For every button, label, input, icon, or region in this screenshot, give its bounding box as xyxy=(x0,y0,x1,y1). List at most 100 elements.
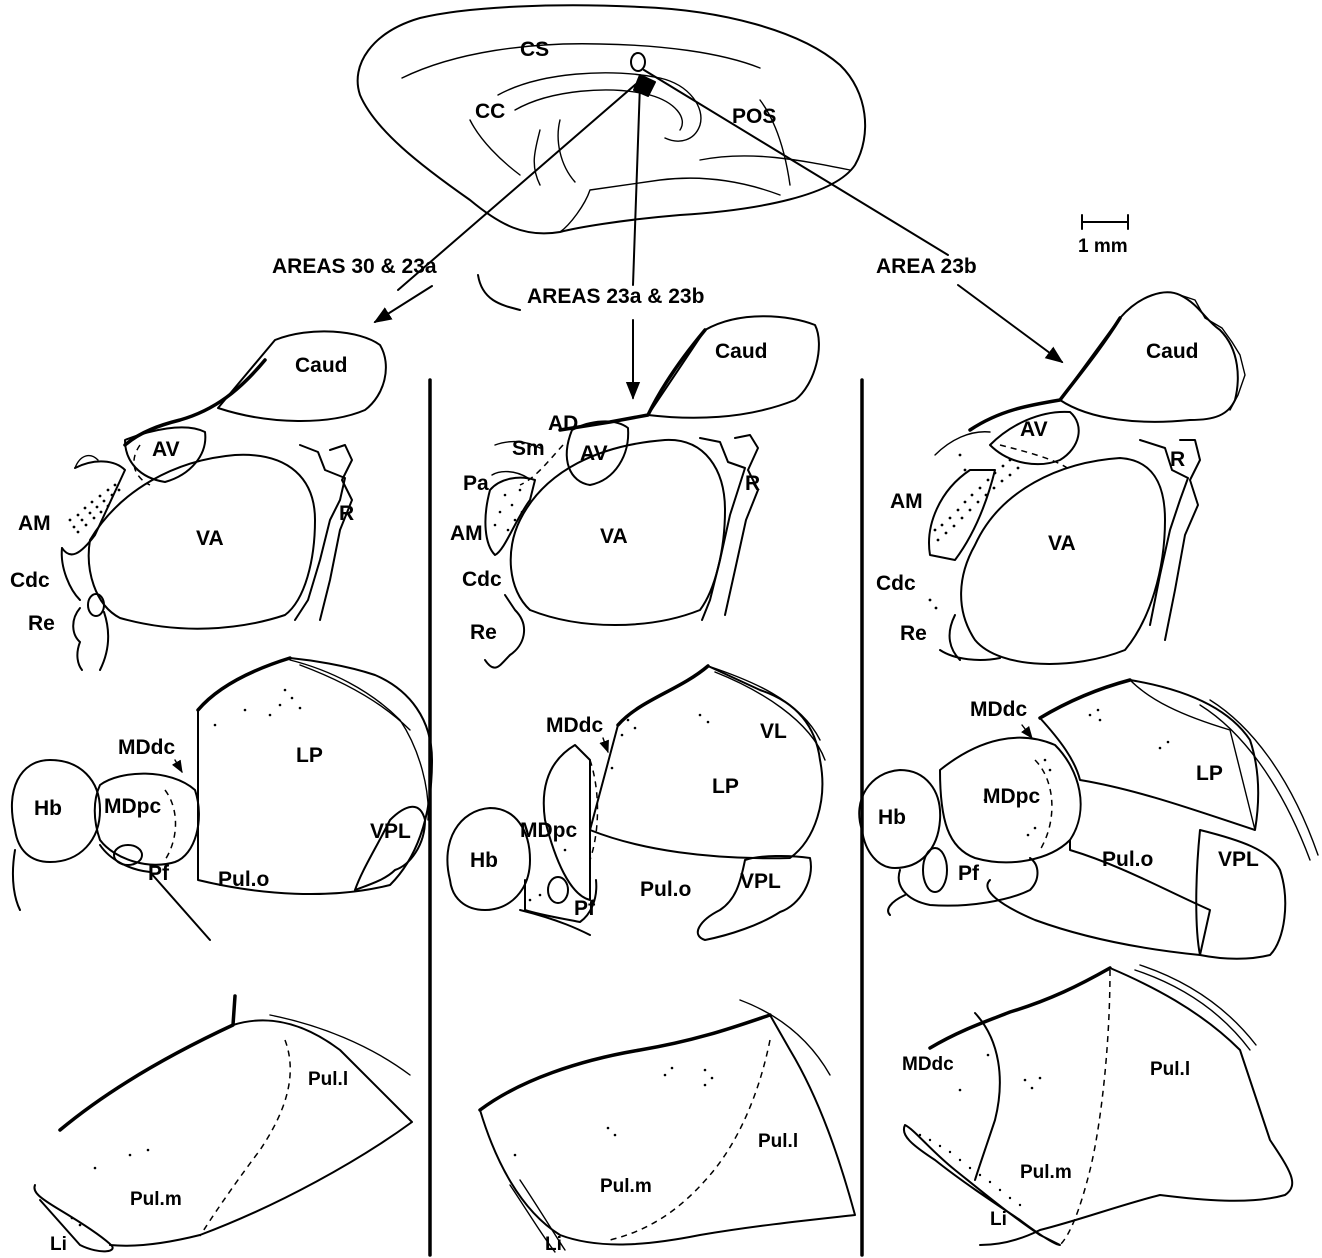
scale-bar: 1 mm xyxy=(1078,215,1128,257)
label-caud: Caud xyxy=(715,340,768,363)
label-am: AM xyxy=(18,512,51,535)
label-r: R xyxy=(1170,448,1185,471)
label-vpl: VPL xyxy=(370,820,411,843)
label-li: Li xyxy=(545,1234,562,1255)
calcarine-sulcus xyxy=(700,156,850,170)
label-li: Li xyxy=(990,1209,1007,1230)
label-va: VA xyxy=(196,527,224,550)
label-pull: Pul.l xyxy=(308,1069,348,1090)
label-sm: Sm xyxy=(512,437,545,460)
projection-line-right xyxy=(644,70,948,255)
label-pf: Pf xyxy=(148,862,170,885)
label-cdc: Cdc xyxy=(10,569,50,592)
projection-label-middle: AREAS 23a & 23b xyxy=(527,285,704,308)
section-col3-row2: MDdc LP Hb MDpc Pul.o VPL Pf xyxy=(859,680,1318,959)
label-vpl: VPL xyxy=(740,870,781,893)
lp-outline xyxy=(198,658,432,894)
label-pull: Pul.l xyxy=(758,1131,798,1152)
label-pulo: Pul.o xyxy=(218,868,269,891)
label-vpl: VPL xyxy=(1218,848,1259,871)
label-hb: Hb xyxy=(878,806,906,829)
label-pf: Pf xyxy=(958,862,980,885)
cingulate-sulcus xyxy=(402,44,760,78)
frontal-sulcus xyxy=(470,120,520,175)
label-caud: Caud xyxy=(295,354,348,377)
brainstem xyxy=(560,178,780,232)
label-cdc: Cdc xyxy=(462,568,502,591)
label-pulm: Pul.m xyxy=(130,1189,182,1210)
am-label-dots xyxy=(69,484,121,534)
projection-label-right: AREA 23b xyxy=(876,255,977,278)
label-cdc: Cdc xyxy=(876,572,916,595)
projection-label-left: AREAS 30 & 23a xyxy=(272,255,437,278)
caud-outline xyxy=(648,316,819,418)
label-pull: Pul.l xyxy=(1150,1059,1190,1080)
pul-outline xyxy=(110,1020,412,1245)
label-am: AM xyxy=(450,522,483,545)
label-pulo: Pul.o xyxy=(640,878,691,901)
re-nucleus xyxy=(88,594,104,616)
col3-row2-dots xyxy=(984,709,1170,837)
pul-outline xyxy=(480,1015,855,1244)
mdpc-outline xyxy=(95,774,199,865)
corpus-callosum-inner xyxy=(515,90,682,130)
label-pf: Pf xyxy=(574,897,596,920)
r-outline xyxy=(700,438,745,620)
label-hb: Hb xyxy=(470,849,498,872)
vpl-outline xyxy=(698,856,811,940)
corpus-callosum-outer xyxy=(498,73,701,141)
medial-brain-view: CS CC POS xyxy=(358,5,948,290)
col2-row2-dots xyxy=(529,714,710,902)
pul-outline xyxy=(987,840,1210,955)
section-col2-row2: MDdc VL LP MDpc Hb VPL Pul.o Pf xyxy=(447,666,825,940)
label-re: Re xyxy=(470,621,497,644)
label-lp: LP xyxy=(1196,762,1223,785)
label-pulm: Pul.m xyxy=(600,1176,652,1197)
li-outline xyxy=(34,1185,112,1251)
am-dots-col3 xyxy=(929,454,1020,610)
pul-col1-dots xyxy=(71,1149,150,1227)
col2-row3-dots xyxy=(514,1067,714,1157)
label-ad: AD xyxy=(548,412,578,435)
projection-line-middle xyxy=(633,84,640,285)
label-av: AV xyxy=(580,442,608,465)
label-av: AV xyxy=(1020,418,1048,441)
label-am: AM xyxy=(890,490,923,513)
label-cc: CC xyxy=(475,100,505,123)
arrow-left xyxy=(375,286,432,322)
label-caud: Caud xyxy=(1146,340,1199,363)
label-cs: CS xyxy=(520,38,549,61)
arrow-right xyxy=(958,285,1062,362)
section-col1-row2: MDdc LP Hb MDpc VPL Pf Pul.o xyxy=(12,658,432,940)
section-col2-row1: Caud AD Sm AV Pa R AM VA Cdc Re xyxy=(450,316,819,667)
label-lp: LP xyxy=(296,744,323,767)
label-mddc: MDdc xyxy=(546,714,603,737)
label-li: Li xyxy=(50,1234,67,1255)
label-mddc: MDdc xyxy=(902,1054,954,1075)
label-lp: LP xyxy=(712,775,739,798)
label-vl: VL xyxy=(760,720,787,743)
label-va: VA xyxy=(600,525,628,548)
section-col3-row3: MDdc Pul.l Pul.m Li xyxy=(902,965,1292,1245)
label-mddc: MDdc xyxy=(118,736,175,759)
scale-bar-label: 1 mm xyxy=(1078,236,1128,257)
section-col2-row3: Pul.m Pul.l Li xyxy=(480,1000,855,1255)
label-pa: Pa xyxy=(463,472,489,495)
section-col1-row3: Pul.l Pul.m Li xyxy=(34,996,412,1255)
projection-bracket-middle xyxy=(478,275,520,310)
label-mdpc: MDpc xyxy=(983,785,1040,808)
label-r: R xyxy=(745,472,760,495)
label-pos: POS xyxy=(732,105,776,128)
va-outline xyxy=(961,458,1165,664)
label-r: R xyxy=(339,502,354,525)
pf-nucleus xyxy=(923,848,947,892)
am-outline xyxy=(485,478,535,555)
injection-site-marker xyxy=(631,53,645,71)
label-pulo: Pul.o xyxy=(1102,848,1153,871)
label-va: VA xyxy=(1048,532,1076,555)
am-outline xyxy=(929,470,995,560)
section-col1-row1: Caud AV R AM VA Cdc Re xyxy=(10,331,386,670)
lp-dots xyxy=(214,689,302,727)
label-hb: Hb xyxy=(34,797,62,820)
